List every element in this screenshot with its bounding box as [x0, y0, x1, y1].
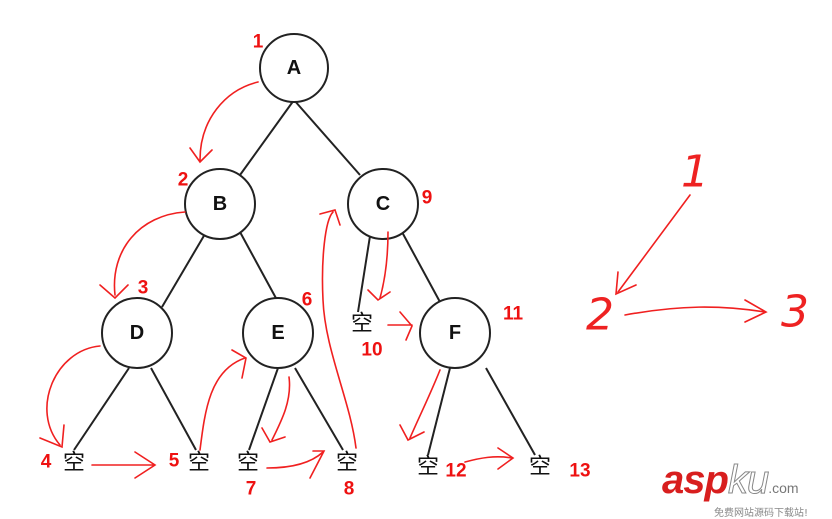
- tree-node-e: E: [242, 297, 314, 369]
- svg-text:C: C: [376, 193, 390, 215]
- watermark-tagline: 免费网站源码下载站!: [714, 508, 809, 519]
- null-leaf: 空: [417, 455, 439, 480]
- tree-node-f: F: [419, 297, 491, 369]
- order-number: 5: [169, 451, 180, 472]
- order-number: 11: [503, 304, 524, 325]
- order-legend: 1 2 3: [586, 147, 809, 341]
- null-leaf: 空: [188, 451, 210, 476]
- legend-step: 1: [681, 147, 709, 198]
- edge-d-null: [73, 367, 130, 451]
- order-number: 10: [361, 340, 382, 361]
- watermark-logo: aspku.com 免费网站源码下载站!: [662, 458, 832, 519]
- svg-text:F: F: [449, 322, 461, 344]
- svg-text:E: E: [271, 322, 284, 344]
- order-number: 1: [253, 32, 264, 53]
- edge-a-c: [293, 99, 361, 176]
- tree-node-a: A: [259, 33, 329, 103]
- order-number: 9: [422, 188, 433, 209]
- tree-node-c: C: [347, 168, 419, 240]
- edge-c-f: [401, 231, 441, 303]
- edge-a-b: [239, 99, 295, 176]
- tree-node-d: D: [101, 297, 173, 369]
- edge-e-null: [248, 367, 279, 451]
- null-leaf: 空: [351, 312, 373, 337]
- traversal-arrows: [39, 81, 515, 479]
- legend-step: 3: [781, 287, 809, 338]
- edge-c-null: [357, 235, 371, 313]
- order-number: 2: [178, 170, 189, 191]
- svg-text:A: A: [287, 57, 301, 79]
- watermark-brand: aspku.com: [662, 458, 799, 502]
- svg-text:D: D: [130, 322, 144, 344]
- edge-b-d: [161, 233, 206, 308]
- tree-edges: [73, 99, 536, 456]
- legend-step: 2: [586, 290, 614, 341]
- edge-e-null: [294, 367, 344, 451]
- order-number: 12: [445, 461, 466, 482]
- edge-f-null: [427, 367, 451, 456]
- order-number: 8: [344, 479, 355, 500]
- order-number: 13: [569, 461, 590, 482]
- null-leaf: 空: [336, 451, 358, 476]
- null-leaf: 空: [529, 455, 551, 480]
- edge-b-e: [239, 231, 278, 301]
- order-number: 7: [246, 479, 257, 500]
- order-number: 3: [138, 278, 149, 299]
- tree-node-b: B: [184, 168, 256, 240]
- edge-f-null: [485, 367, 536, 456]
- null-leaf: 空: [237, 451, 259, 476]
- svg-text:B: B: [213, 193, 227, 215]
- order-number: 4: [41, 452, 52, 473]
- order-number: 6: [302, 290, 313, 311]
- edge-d-null: [150, 367, 197, 451]
- null-leaf: 空: [63, 451, 85, 476]
